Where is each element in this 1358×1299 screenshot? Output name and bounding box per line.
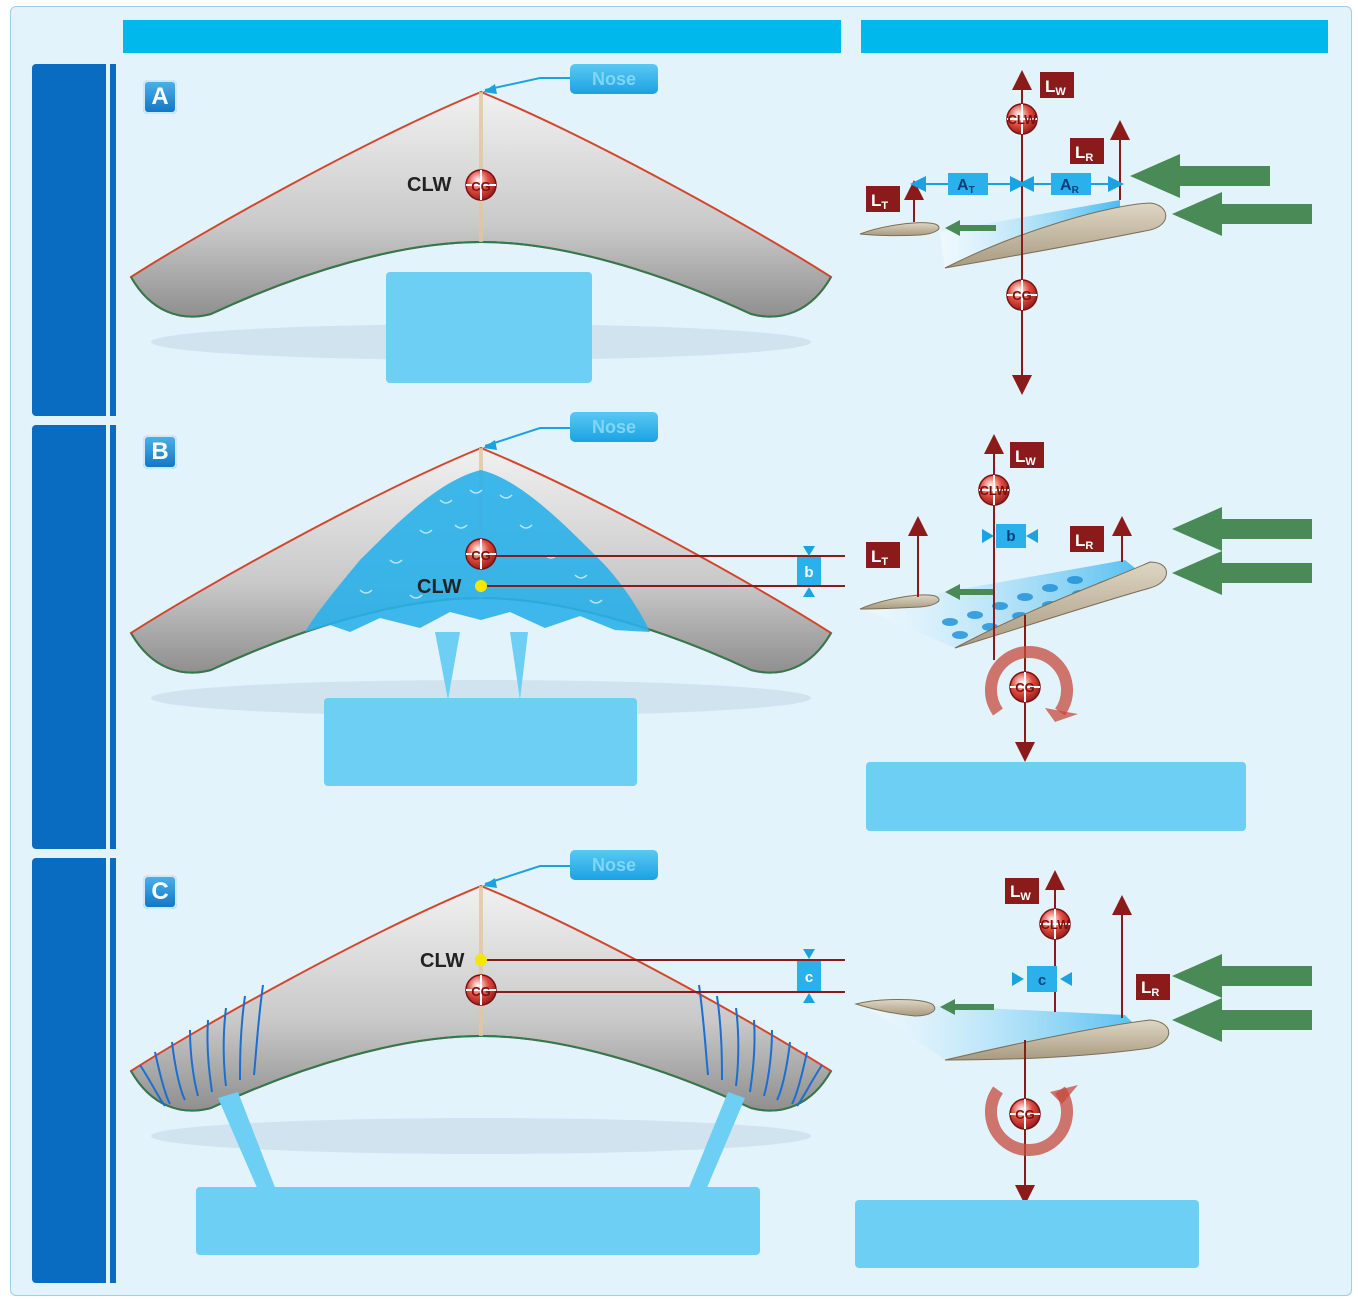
callout-box-b-right xyxy=(866,762,1246,831)
svg-text:AR: AR xyxy=(1060,177,1080,196)
clw-label-a: CLW xyxy=(407,174,452,196)
callout-box-a xyxy=(386,272,592,383)
clw-label-b: CLW xyxy=(417,576,462,598)
row-divider-a xyxy=(110,64,116,416)
offset-label-b: b xyxy=(804,564,813,581)
callout-box-c-right xyxy=(855,1200,1199,1268)
svg-text:LT: LT xyxy=(871,547,888,568)
cg-label-a: CG xyxy=(471,179,491,194)
callout-box-c-left xyxy=(196,1187,760,1255)
svg-text:LW: LW xyxy=(1015,447,1036,468)
lt-label-a: L xyxy=(871,191,881,210)
svg-text:LR: LR xyxy=(1075,531,1093,552)
svg-text:LW: LW xyxy=(1010,882,1031,903)
lw-sub-c: W xyxy=(1020,891,1031,903)
lw-label-a: L xyxy=(1045,77,1055,96)
clw-point-c xyxy=(475,954,487,966)
lr-label-c: L xyxy=(1141,978,1151,997)
lw-label-b: L xyxy=(1015,447,1025,466)
svg-text:LT: LT xyxy=(871,191,888,212)
airfoil-diagram-a xyxy=(859,70,1312,395)
clw-label-c: CLW xyxy=(420,950,465,972)
clw-force-label-c: CLW xyxy=(1041,917,1071,932)
offset-force-label-c: c xyxy=(1038,972,1046,989)
nose-label-a: Nose xyxy=(570,64,658,94)
nose-label-b: Nose xyxy=(570,412,658,442)
ar-sub-a: R xyxy=(1072,185,1080,196)
airfoil-diagram-c xyxy=(854,870,1312,1205)
ar-label-a: A xyxy=(1060,177,1072,194)
lr-label-a: L xyxy=(1075,143,1085,162)
row-tab-a xyxy=(32,64,106,416)
at-sub-a: T xyxy=(969,185,975,196)
svg-text:AT: AT xyxy=(957,177,975,196)
nose-label-c: Nose xyxy=(570,850,658,880)
clw-force-label-b: CLW xyxy=(980,483,1010,498)
column-header-left xyxy=(123,20,841,53)
column-header-right xyxy=(861,20,1328,53)
panel-badge-b: B xyxy=(143,435,177,469)
tip-ice-c xyxy=(139,984,823,1107)
cg-force-label-b: CG xyxy=(1015,680,1035,695)
lt-sub-a: T xyxy=(881,200,888,212)
offset-force-label-b: b xyxy=(1006,528,1015,545)
offset-label-c: c xyxy=(805,969,813,986)
row-divider-c xyxy=(110,858,116,1283)
row-tab-b xyxy=(32,425,106,849)
cg-label-c: CG xyxy=(471,984,491,999)
callout-box-b-left xyxy=(324,698,637,786)
lw-label-c: L xyxy=(1010,882,1020,901)
clw-point-b xyxy=(475,580,487,592)
svg-text:LW: LW xyxy=(1045,77,1066,98)
lt-label-b: L xyxy=(871,547,881,566)
row-divider-b xyxy=(110,425,116,849)
panel-badge-c: C xyxy=(143,875,177,909)
svg-text:LR: LR xyxy=(1141,978,1159,999)
lr-sub-b: R xyxy=(1085,540,1093,552)
lw-sub-b: W xyxy=(1025,456,1036,468)
airfoil-diagram-b xyxy=(859,434,1312,762)
lw-sub-a: W xyxy=(1055,86,1066,98)
lt-sub-b: T xyxy=(881,556,888,568)
lr-label-b: L xyxy=(1075,531,1085,550)
cg-force-label-a: CG xyxy=(1012,288,1032,303)
svg-text:LR: LR xyxy=(1075,143,1093,164)
clw-force-label-a: CLW xyxy=(1008,112,1038,127)
cg-label-b: CG xyxy=(471,548,491,563)
at-label-a: A xyxy=(957,177,969,194)
cg-force-label-c: CG xyxy=(1015,1107,1035,1122)
panel-badge-a: A xyxy=(143,80,177,114)
row-tab-c xyxy=(32,858,106,1283)
lr-sub-c: R xyxy=(1151,987,1159,999)
lr-sub-a: R xyxy=(1085,152,1093,164)
